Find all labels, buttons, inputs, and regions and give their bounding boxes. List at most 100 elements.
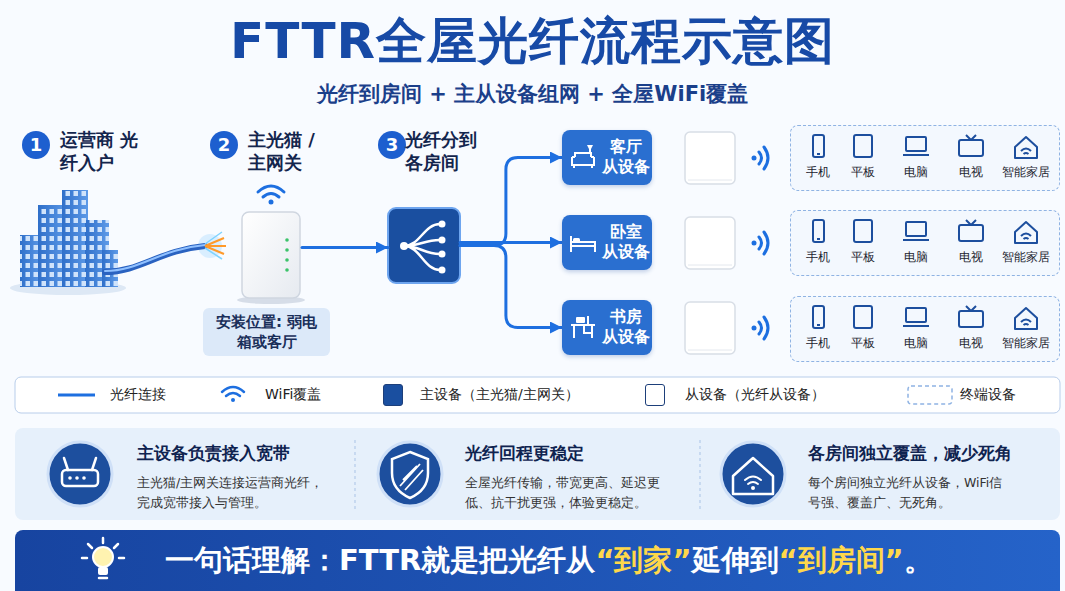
legend-label: 主设备（主光猫/主网关） xyxy=(420,386,579,404)
room-slave-badge: 书房 从设备 xyxy=(562,300,652,355)
callout-number: 3 xyxy=(378,131,406,159)
fiber-connector xyxy=(460,158,562,246)
terminal-label: 平板 xyxy=(835,335,891,352)
fiber-connector xyxy=(302,246,388,249)
room-label: 卧室 从设备 xyxy=(600,222,652,262)
terminal-item: 智能家居 xyxy=(998,305,1054,352)
feature-heading: 光纤回程更稳定 xyxy=(465,442,694,465)
fiber-splitter: 光纤分到 各房间 xyxy=(388,208,460,283)
terminal-icon xyxy=(848,134,878,160)
terminal-icon xyxy=(901,305,931,331)
fiber-connector xyxy=(460,246,562,328)
legend-label: 从设备（光纤从设备） xyxy=(685,386,825,404)
wifi-signal xyxy=(752,147,769,339)
feature-band xyxy=(15,428,1060,520)
room-label: 书房 从设备 xyxy=(600,307,652,347)
install-note: 安装位置: 弱电箱或客厅 xyxy=(203,308,330,356)
terminal-icon xyxy=(803,134,833,160)
splitter xyxy=(388,208,460,283)
callout-number: 1 xyxy=(22,131,50,159)
terminal-icon xyxy=(803,219,833,245)
terminal-item: 电脑 xyxy=(888,134,944,181)
terminal-label: 电脑 xyxy=(888,335,944,352)
room-icon xyxy=(568,143,598,169)
terminal-label: 平板 xyxy=(835,164,891,181)
feature-item: 主设备负责接入宽带主光猫/主网关连接运营商光纤，完成宽带接入与管理。 xyxy=(30,432,345,516)
terminal-icon xyxy=(1011,305,1041,331)
legend-swatch xyxy=(383,384,403,406)
terminal-label: 智能家居 xyxy=(998,164,1054,181)
terminal-icon xyxy=(901,219,931,245)
terminal-item: 智能家居 xyxy=(998,134,1054,181)
terminal-label: 电脑 xyxy=(888,249,944,266)
terminal-item: 电脑 xyxy=(888,305,944,352)
step-heading: 运营商 光纤入户 xyxy=(60,128,142,175)
legend-swatch xyxy=(645,384,665,406)
terminal-icon xyxy=(848,305,878,331)
terminal-label: 电视 xyxy=(943,335,999,352)
feature-body: 主光猫/主网关连接运营商光纤，完成宽带接入与管理。 xyxy=(137,473,327,513)
main-modem xyxy=(237,186,305,304)
callout-number: 2 xyxy=(210,131,238,159)
highlight-text: “到房间” xyxy=(779,541,904,581)
summary-text: 一句话理解：FTTR就是把光纤从 xyxy=(165,541,595,581)
terminal-label: 智能家居 xyxy=(998,335,1054,352)
step-heading: 光纤分到 各房间 xyxy=(405,128,485,175)
summary-bar xyxy=(15,530,1060,591)
summary-bar: 一句话理解：FTTR就是把光纤从“到家”延伸到“到房间”。 xyxy=(15,530,1060,591)
legend-label: 终端设备 xyxy=(960,386,1016,404)
feature-item: 各房间独立覆盖，减少死角每个房间独立光纤从设备，WiFi信号强、覆盖广、无死角。 xyxy=(712,432,1057,516)
terminal-item: 平板 xyxy=(835,134,891,181)
terminal-icon xyxy=(1011,134,1041,160)
terminal-item: 平板 xyxy=(835,305,891,352)
fiber-cable xyxy=(105,232,226,272)
subtitle: 光纤到房间 + 主从设备组网 + 全屋WiFi覆盖 xyxy=(0,80,1065,108)
terminal-label: 电视 xyxy=(943,249,999,266)
summary-text: 延伸到 xyxy=(692,541,779,581)
terminal-icon xyxy=(956,134,986,160)
feature-heading: 各房间独立覆盖，减少死角 xyxy=(808,442,1057,465)
terminal-group: 手机平板电脑电视智能家居 xyxy=(790,125,1060,191)
building xyxy=(10,190,126,295)
terminal-label: 手机 xyxy=(790,164,846,181)
terminal-icon xyxy=(803,305,833,331)
terminal-label: 手机 xyxy=(790,249,846,266)
room-label: 客厅 从设备 xyxy=(600,137,652,177)
building-node: 运营商 光纤入户 xyxy=(15,190,115,290)
terminal-item: 电视 xyxy=(943,219,999,266)
terminal-label: 电视 xyxy=(943,164,999,181)
terminal-label: 手机 xyxy=(790,335,846,352)
box-text: 安装位置: 弱电箱或客厅 xyxy=(211,312,322,353)
slave-devices xyxy=(685,132,735,354)
terminal-group: 手机平板电脑电视智能家居 xyxy=(790,296,1060,362)
feature-item: 光纤回程更稳定全屋光纤传输，带宽更高、延迟更低、抗干扰更强，体验更稳定。 xyxy=(372,432,694,516)
legend-band xyxy=(15,377,1060,413)
feature-body: 全屋光纤传输，带宽更高、延迟更低、抗干扰更强，体验更稳定。 xyxy=(465,473,679,513)
terminal-label: 电脑 xyxy=(888,164,944,181)
fiber-connector xyxy=(460,241,562,244)
summary-text: 。 xyxy=(904,541,933,581)
terminal-icon xyxy=(956,219,986,245)
terminal-icon xyxy=(1011,219,1041,245)
room-icon xyxy=(568,313,598,339)
terminal-icon xyxy=(901,134,931,160)
terminal-item: 手机 xyxy=(790,134,846,181)
terminal-item: 电视 xyxy=(943,305,999,352)
terminal-item: 智能家居 xyxy=(998,219,1054,266)
terminal-item: 电视 xyxy=(943,134,999,181)
terminal-group: 手机平板电脑电视智能家居 xyxy=(790,210,1060,276)
diagram-title: FTTR全屋光纤流程示意图 xyxy=(0,8,1065,75)
room-slave-badge: 卧室 从设备 xyxy=(562,215,652,270)
room-icon xyxy=(568,228,598,254)
terminal-item: 手机 xyxy=(790,305,846,352)
feature-heading: 主设备负责接入宽带 xyxy=(137,442,345,465)
terminal-label: 平板 xyxy=(835,249,891,266)
feature-body: 每个房间独立光纤从设备，WiFi信号强、覆盖广、无死角。 xyxy=(808,473,1008,513)
main-gateway: 主光猫 / 主网关 xyxy=(240,212,302,300)
terminal-item: 手机 xyxy=(790,219,846,266)
terminal-icon xyxy=(848,219,878,245)
terminal-item: 平板 xyxy=(835,219,891,266)
legend-label: 光纤连接 xyxy=(110,386,166,404)
legend-label: WiFi覆盖 xyxy=(265,386,321,404)
step-heading: 主光猫 / 主网关 xyxy=(248,128,328,175)
